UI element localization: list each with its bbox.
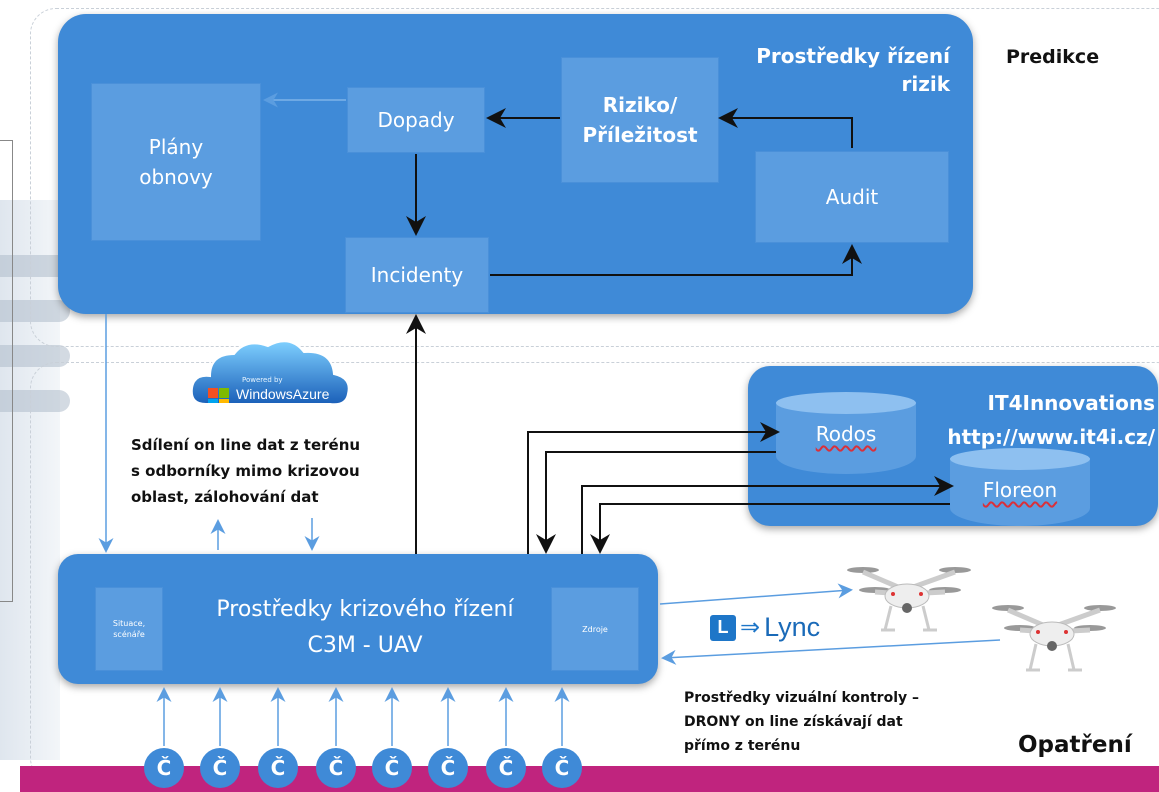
drone-icon [847,567,971,632]
arrow-rodos-to-crisis [536,451,776,554]
arrow-crisis-to-rodos [527,422,780,554]
background-stripe [0,300,70,322]
riziko-prilezitost-box: Riziko/Příležitost [562,58,718,182]
lync-logo: L ⇒ Lync [710,612,820,643]
background-stripe [0,255,70,277]
drone-icon [992,605,1116,672]
background-stripe [0,345,70,367]
c-node: Č [258,748,298,788]
rodos-label: Rodos [815,422,877,446]
rodos-database: Rodos [776,392,916,474]
lync-icon: L [710,614,736,641]
c-node: Č [428,748,468,788]
arrow-audit-to-riziko [718,108,853,148]
dopady-box: Dopady [348,88,484,152]
arrow-drone-to-crisis [661,639,1001,665]
arrow-crisis-to-floreon [581,476,954,554]
drones-description: Prostředky vizuální kontroly – DRONY on … [684,690,919,754]
risk-panel-title: Prostředky řízení rizik [756,44,950,96]
crisis-panel-title: Prostředky krizového řízení C3M - UAV [216,597,514,658]
azure-logo-small-text: Powered by [242,376,283,384]
azure-description: Sdílení on line dat z terénu s odborníky… [131,436,361,506]
arrow-crisis-to-drone [659,583,853,605]
c-node: Č [542,748,582,788]
situace-scenare-box: Situace,scénáře [96,588,162,670]
left-edge-frame [0,140,13,602]
arrow-icon: ⇒ [740,614,761,641]
opatreni-label: Opatření [1018,732,1132,758]
prediction-region [30,8,1159,347]
c-node: Č [144,748,184,788]
zdroje-box: Zdroje [552,588,638,670]
it4i-title: IT4Innovations http://www.it4i.cz/ [947,391,1155,449]
background-stripe [0,390,70,412]
c-node: Č [316,748,356,788]
audit-box: Audit [756,152,948,242]
predikce-label: Predikce [1006,46,1100,68]
arrow-floreon-to-crisis [590,503,950,554]
incidenty-box: Incidenty [346,238,488,312]
lync-label: Lync [764,612,821,642]
azure-logo-text: WindowsAzure [236,386,330,402]
cloud-icon [190,340,350,406]
windows-azure-logo: Powered by WindowsAzure [186,332,356,418]
floreon-label: Floreon [982,478,1058,502]
c-node: Č [372,748,412,788]
floreon-database: Floreon [950,448,1090,526]
c-node: Č [200,748,240,788]
c-node: Č [486,748,526,788]
arrow-incidenty-to-audit [490,244,862,276]
